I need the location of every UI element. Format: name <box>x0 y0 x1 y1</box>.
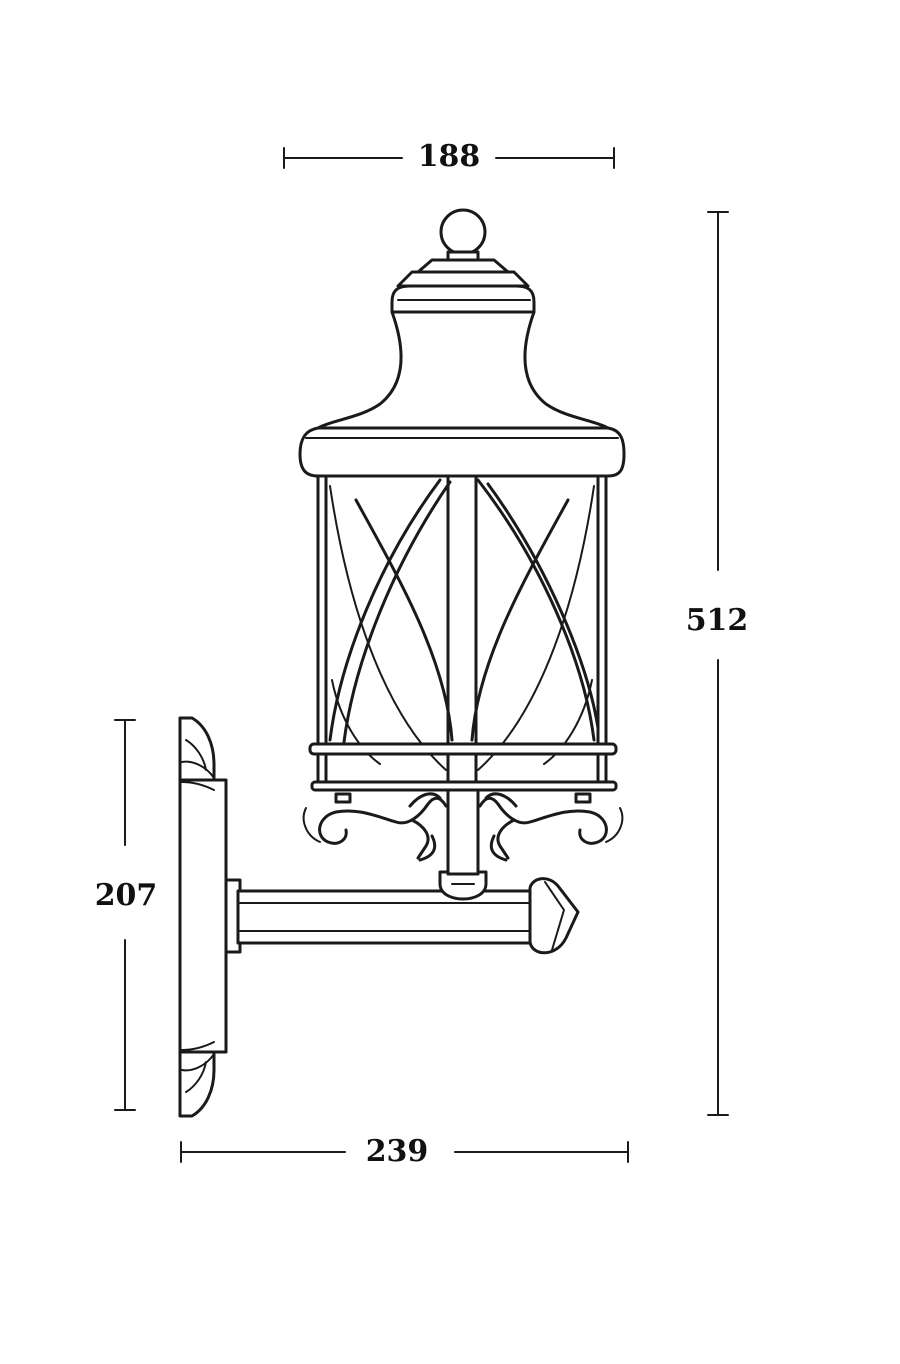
dimension-top-width: 188 <box>283 139 615 174</box>
lantern-bottom-ring <box>308 742 618 804</box>
dimension-label-projection: 239 <box>366 1134 429 1169</box>
dimension-label-plate-height: 207 <box>95 878 158 913</box>
lantern-crown-ring <box>298 426 626 478</box>
dimension-label-top-width: 188 <box>418 139 481 174</box>
dimension-plate-height: 207 <box>95 719 158 1111</box>
lantern-arm <box>224 870 580 955</box>
wall-plate <box>178 716 228 1118</box>
lantern-top <box>316 208 610 430</box>
dimension-total-height: 512 <box>686 211 749 1116</box>
dimension-projection: 239 <box>180 1134 629 1169</box>
lantern-scrolls <box>302 788 624 876</box>
dimension-label-total-height: 512 <box>686 603 749 638</box>
